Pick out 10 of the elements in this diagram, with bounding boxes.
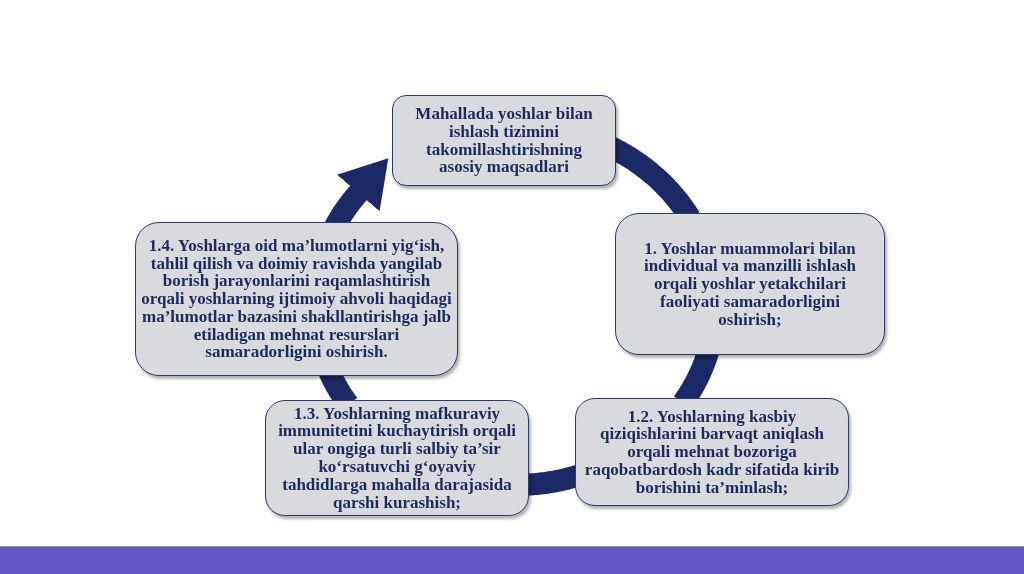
rounded-text-box <box>615 213 885 355</box>
box-text: 1.3. Yoshlarning mafkuraviy immunitetini kuchaytirish orqali ular ongiga turli salbiy ta’sir ko‘rsatuvchi g‘oyaviy tahdidlarga mahalla darajasida qarshi kurashish; <box>277 404 517 512</box>
rounded-text-box <box>575 398 849 506</box>
rounded-text-box <box>392 95 616 186</box>
box-text: 1.4. Yoshlarga oid ma’lumotlarni yig‘ish, tahlil qilish va doimiy ravishda yangilab borish jarayonlarini raqamlashtirish orqali yoshlarning ijtimoiy ahvoli haqidagi ma’lumotlar bazasini shakllantirishga jalb etiladigan mehnat resurslari samaradorligini oshirish. <box>140 236 453 362</box>
box-text: 1. Yoshlar muammolari bilan individual va manzilli ishlash orqali yoshlar yetakchilari faoliyati samaradorligini oshirish; <box>642 239 858 329</box>
box-text: Mahallada yoshlar bilan ishlash tizimini takomillashtirishning asosiy maqsadlari <box>414 104 594 177</box>
rounded-text-box <box>135 222 458 376</box>
rounded-text-box <box>265 400 529 516</box>
box-text: 1.2. Yoshlarning kasbiy qiziqishlarini barvaqt aniqlash orqali mehnat bozoriga raqobatbardosh kadr sifatida kirib borishini ta’minlash; <box>583 407 841 497</box>
